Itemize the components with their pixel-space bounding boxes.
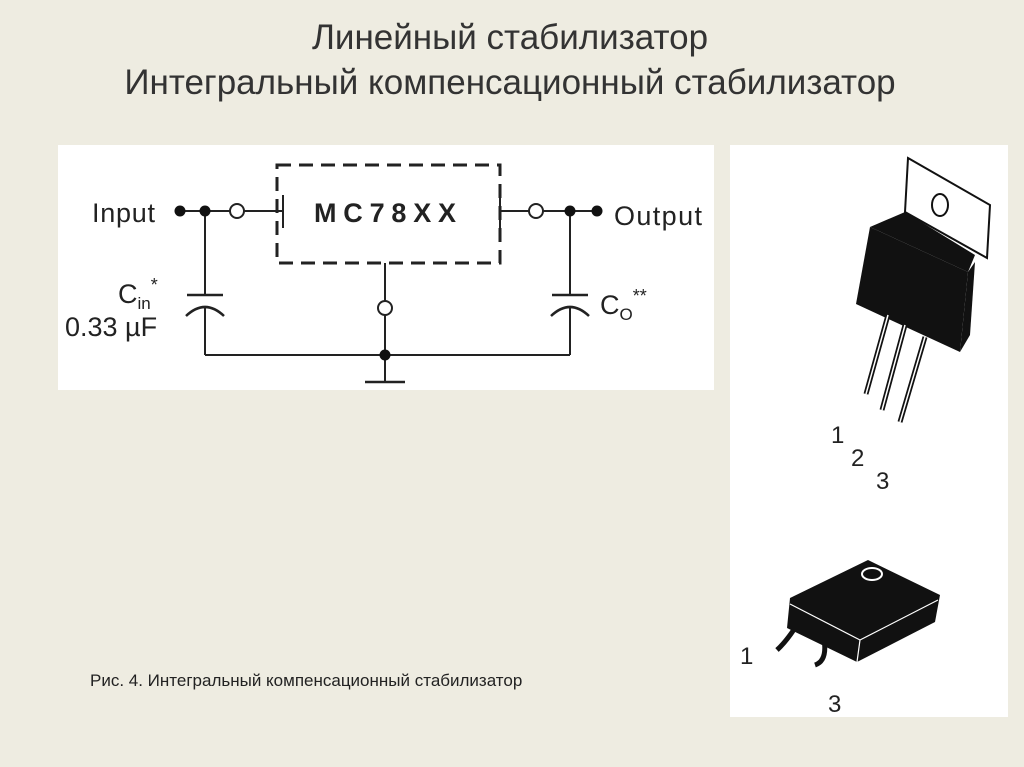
to220-package bbox=[856, 156, 992, 423]
cin-value: 0.33 µF bbox=[65, 312, 157, 342]
output-label: Output bbox=[614, 201, 702, 231]
circuit-diagram: Input Output MC78XX Cin* 0.33 µF CO** bbox=[58, 145, 714, 390]
d2pak-pin-3: 3 bbox=[828, 691, 841, 717]
regulator-box bbox=[275, 163, 502, 265]
package-images: 1 2 3 1 3 bbox=[730, 145, 1008, 717]
circuit-schematic: Input Output MC78XX Cin* 0.33 µF CO** bbox=[65, 163, 702, 384]
co-label: CO** bbox=[600, 286, 647, 324]
slide-title-line2: Интегральный компенсационный стабилизато… bbox=[124, 63, 896, 102]
chip-label: MC78XX bbox=[314, 198, 456, 228]
input-label: Input bbox=[92, 198, 155, 228]
cin-label: Cin* bbox=[118, 275, 158, 313]
slide-title-line1: Линейный стабилизатор bbox=[311, 18, 709, 57]
to220-pin-2: 2 bbox=[851, 445, 864, 472]
to220-pin-3: 3 bbox=[876, 468, 889, 495]
figure-caption: Рис. 4. Интегральный компенсационный ста… bbox=[90, 671, 523, 690]
to220-pin-1: 1 bbox=[831, 422, 844, 449]
d2pak-package bbox=[775, 560, 940, 668]
d2pak-pin-1: 1 bbox=[740, 643, 753, 670]
